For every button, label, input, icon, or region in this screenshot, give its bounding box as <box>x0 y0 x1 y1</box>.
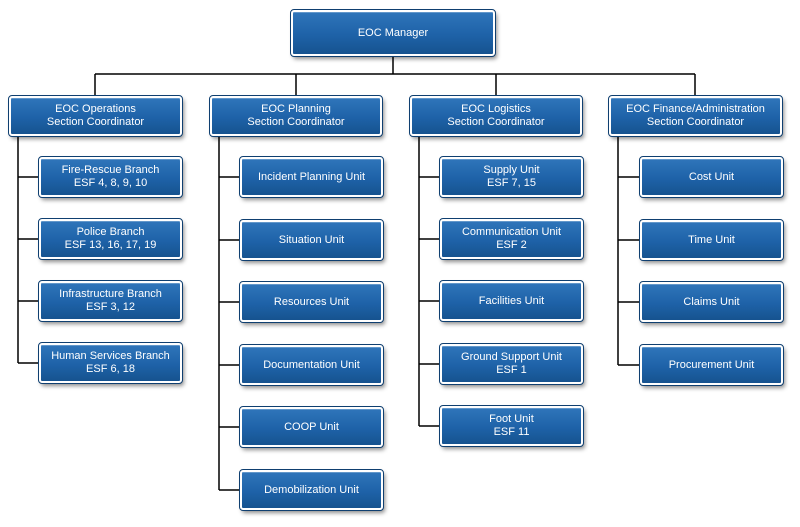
unit-label: Infrastructure Branch <box>59 288 162 300</box>
unit-box: Cost Unit <box>639 156 784 198</box>
finance-section-box: EOC Finance/Administration Section Coord… <box>608 95 783 137</box>
operations-section-title: EOC Operations <box>55 103 136 115</box>
unit-box: Infrastructure Branch ESF 3, 12 <box>38 280 183 322</box>
unit-label: Fire-Rescue Branch <box>61 164 160 176</box>
unit-esf: ESF 2 <box>496 239 527 251</box>
operations-section-box: EOC Operations Section Coordinator <box>8 95 183 137</box>
unit-esf: ESF 11 <box>493 426 530 438</box>
unit-label: Ground Support Unit <box>461 351 562 363</box>
logistics-section-box: EOC Logistics Section Coordinator <box>409 95 583 137</box>
unit-label: Claims Unit <box>683 295 740 308</box>
unit-label: Communication Unit <box>461 226 562 238</box>
unit-box: Foot Unit ESF 11 <box>439 405 584 447</box>
unit-esf: ESF 3, 12 <box>86 301 135 313</box>
unit-label: Time Unit <box>688 233 735 246</box>
unit-esf: ESF 7, 15 <box>487 177 536 189</box>
planning-section-box: EOC Planning Section Coordinator <box>209 95 383 137</box>
unit-label: Cost Unit <box>688 170 735 183</box>
planning-section-title: EOC Planning <box>261 103 331 115</box>
unit-label: COOP Unit <box>284 420 339 433</box>
unit-box: Documentation Unit <box>239 344 384 386</box>
unit-label: Demobilization Unit <box>264 483 359 496</box>
unit-box: Supply Unit ESF 7, 15 <box>439 156 584 198</box>
unit-label: Human Services Branch <box>51 350 170 362</box>
unit-label: Facilities Unit <box>478 294 545 307</box>
unit-box: Resources Unit <box>239 281 384 323</box>
logistics-section-subtitle: Section Coordinator <box>447 116 545 128</box>
unit-label: Foot Unit <box>489 413 534 425</box>
unit-box: Human Services Branch ESF 6, 18 <box>38 342 183 384</box>
finance-section-title: EOC Finance/Administration <box>626 103 765 115</box>
eoc-manager-label: EOC Manager <box>357 26 429 39</box>
unit-label: Situation Unit <box>278 233 345 246</box>
unit-esf: ESF 6, 18 <box>86 363 135 375</box>
logistics-section-title: EOC Logistics <box>461 103 531 115</box>
unit-esf: ESF 1 <box>496 364 527 376</box>
unit-box: Claims Unit <box>639 281 784 323</box>
unit-label: Police Branch <box>76 226 145 238</box>
unit-box: Incident Planning Unit <box>239 156 384 198</box>
eoc-manager-box: EOC Manager <box>290 9 496 57</box>
unit-esf: ESF 4, 8, 9, 10 <box>73 177 148 189</box>
unit-box: Time Unit <box>639 219 784 261</box>
unit-box: Facilities Unit <box>439 280 584 322</box>
unit-label: Procurement Unit <box>668 358 755 371</box>
unit-box: Demobilization Unit <box>239 469 384 511</box>
unit-box: Situation Unit <box>239 219 384 261</box>
operations-section-subtitle: Section Coordinator <box>46 116 145 128</box>
finance-section-subtitle: Section Coordinator <box>646 116 745 128</box>
unit-label: Documentation Unit <box>263 358 360 371</box>
unit-box: Ground Support Unit ESF 1 <box>439 343 584 385</box>
unit-box: Procurement Unit <box>639 344 784 386</box>
unit-box: Police Branch ESF 13, 16, 17, 19 <box>38 218 183 260</box>
unit-label: Incident Planning Unit <box>257 170 365 183</box>
unit-label: Supply Unit <box>483 164 540 176</box>
unit-esf: ESF 13, 16, 17, 19 <box>64 239 157 251</box>
unit-box: Fire-Rescue Branch ESF 4, 8, 9, 10 <box>38 156 183 198</box>
unit-box: COOP Unit <box>239 406 384 448</box>
unit-box: Communication Unit ESF 2 <box>439 218 584 260</box>
planning-section-subtitle: Section Coordinator <box>247 116 345 128</box>
unit-label: Resources Unit <box>273 295 350 308</box>
